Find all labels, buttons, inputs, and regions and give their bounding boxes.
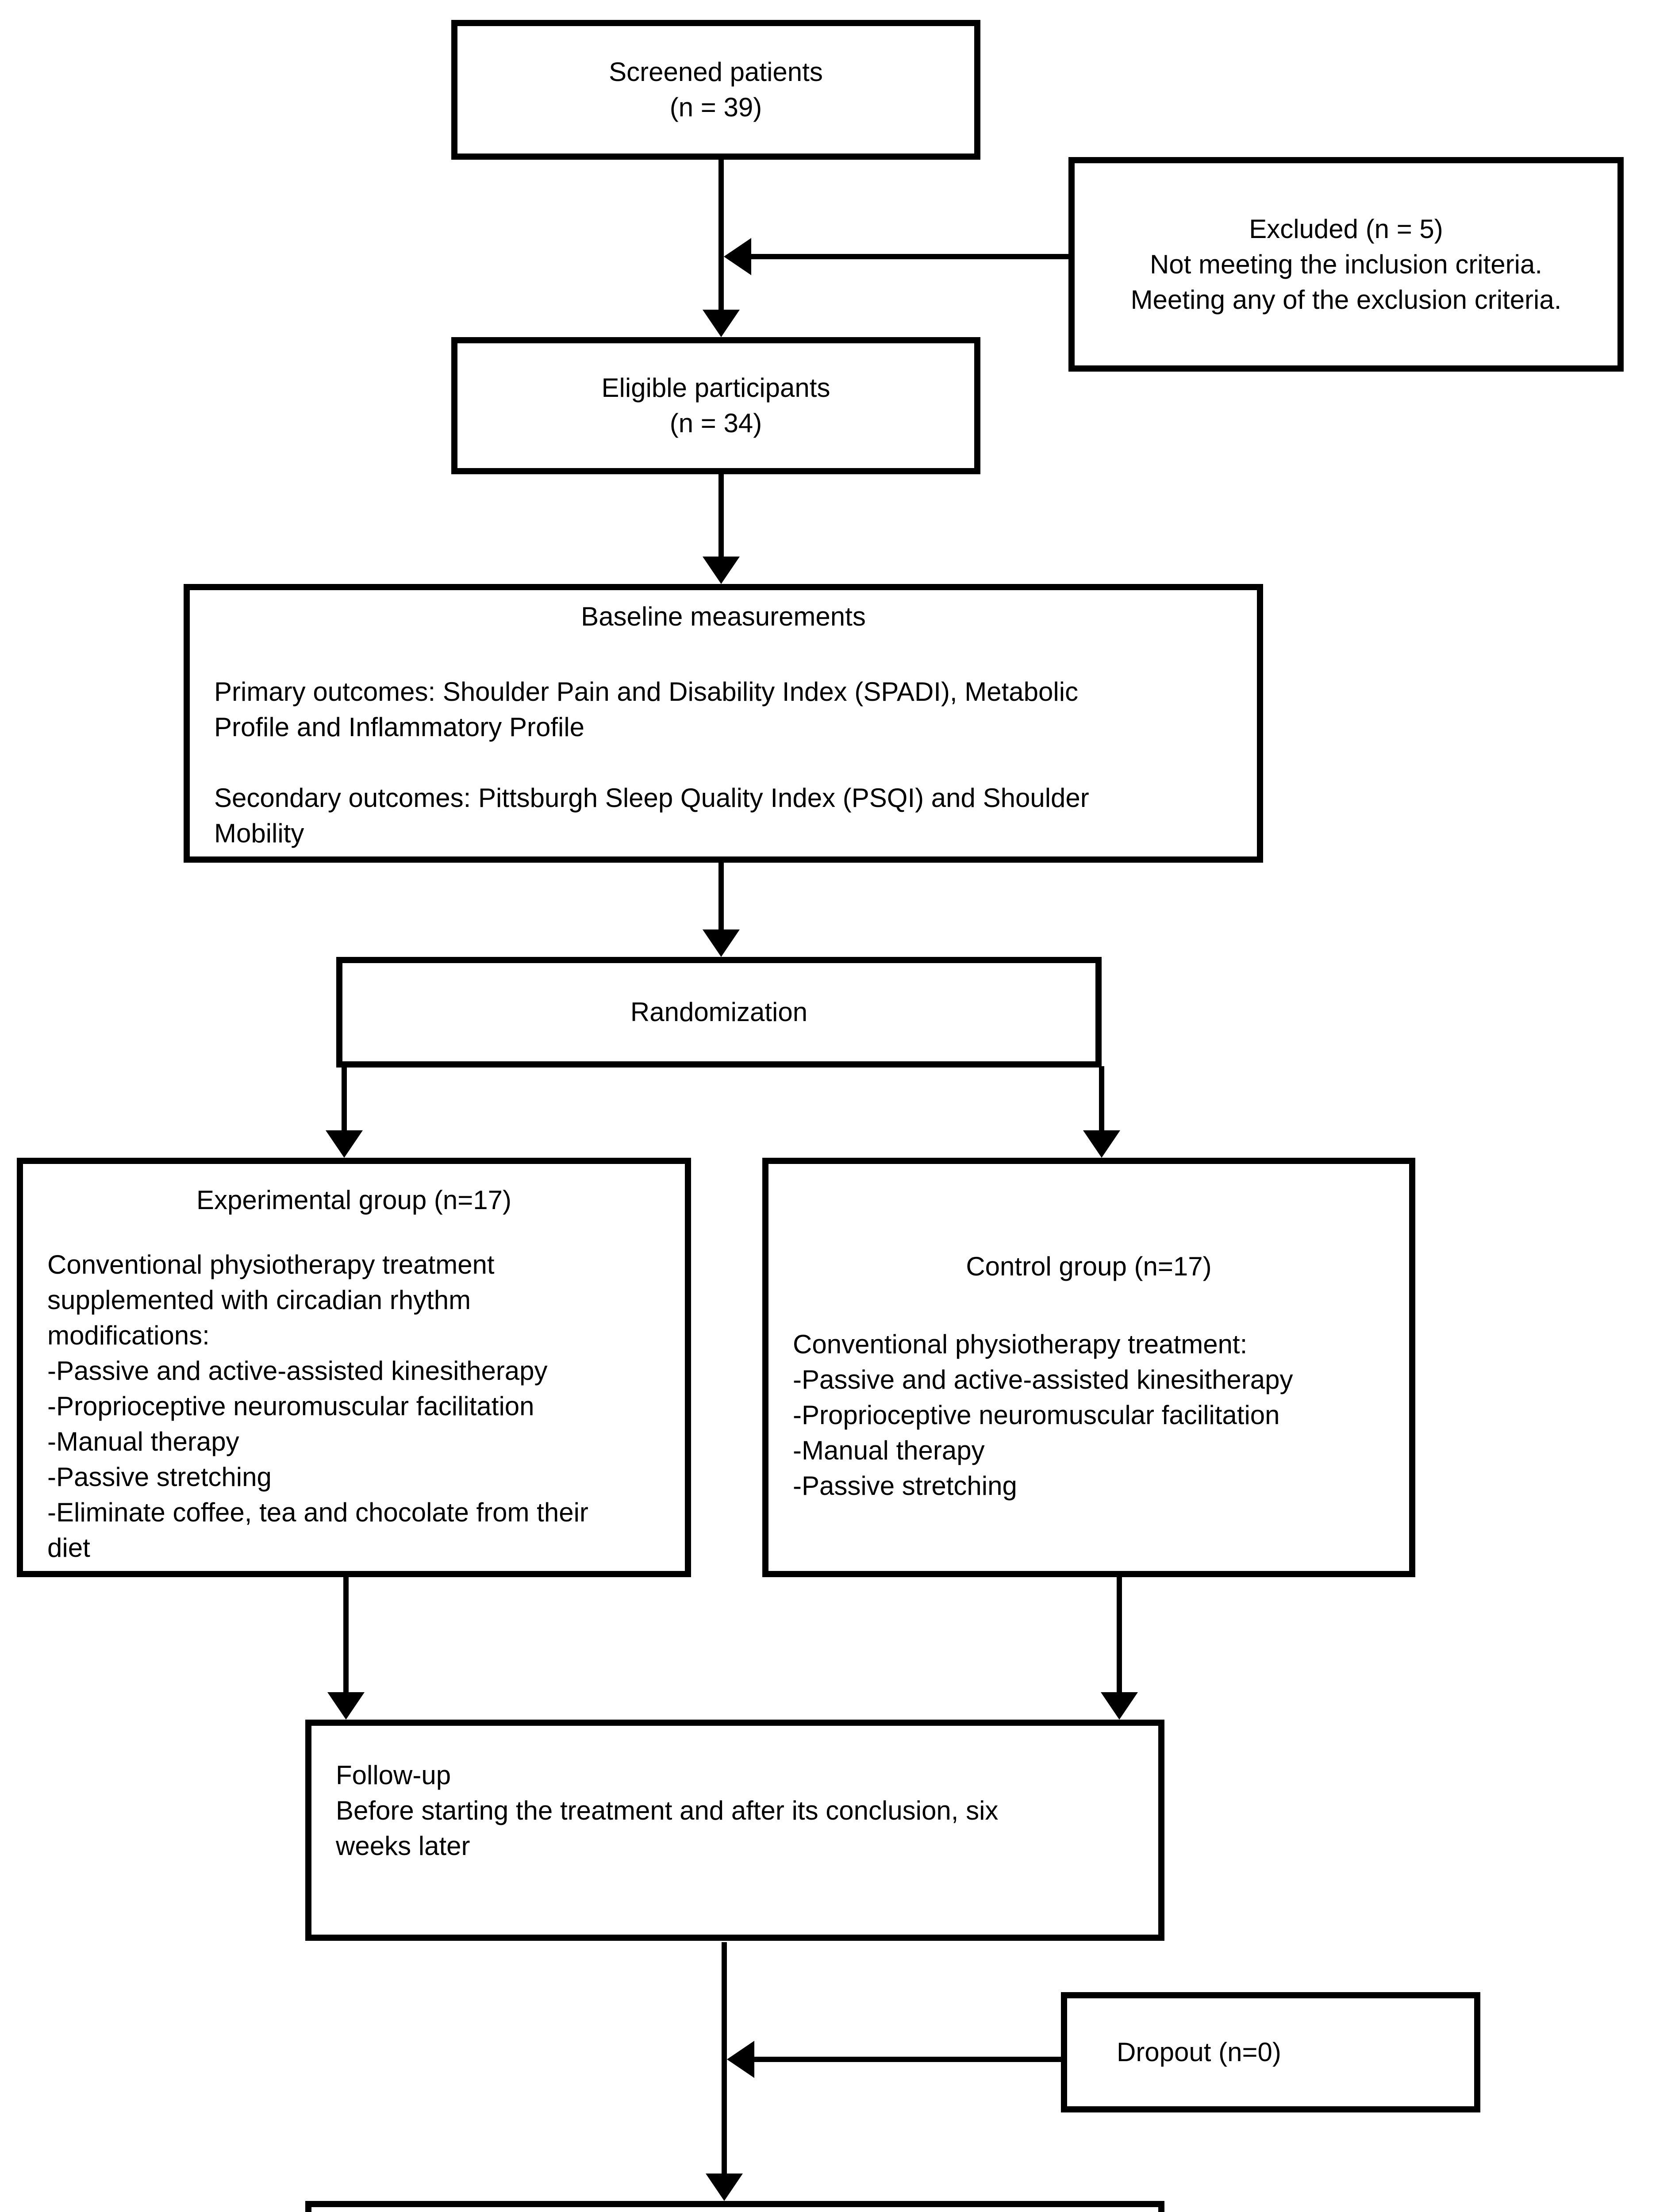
- box-excluded: Excluded (n = 5) Not meeting the inclusi…: [1068, 157, 1624, 372]
- arrowhead-down-baseline: [703, 557, 740, 584]
- box-randomization: Randomization: [336, 957, 1102, 1068]
- box-experimental-group: Experimental group (n=17) Conventional p…: [17, 1158, 691, 1577]
- arrowhead-down-control: [1083, 1130, 1120, 1158]
- arrowhead-left-excluded: [724, 238, 751, 275]
- connector-eligible-to-baseline: [718, 474, 724, 558]
- arrowhead-left-dropout: [727, 2041, 754, 2078]
- connector-randomization-to-experimental: [342, 1066, 347, 1133]
- arrowhead-down-eligible: [703, 310, 740, 337]
- followup-text: Follow-up Before starting the treatment …: [336, 1760, 999, 1861]
- baseline-body: Primary outcomes: Shoulder Pain and Disa…: [214, 677, 1089, 848]
- arrowhead-down-randomization: [703, 929, 740, 957]
- box-eligible-participants: Eligible participants (n = 34): [451, 337, 980, 474]
- connector-screened-to-eligible: [718, 159, 724, 314]
- box-baseline-measurements: Baseline measurements Primary outcomes: …: [184, 584, 1263, 863]
- arrowhead-down-experimental: [326, 1130, 363, 1158]
- experimental-group-body: Conventional physiotherapy treatment sup…: [47, 1250, 588, 1563]
- screened-patients-text: Screened patients (n = 39): [609, 57, 823, 122]
- connector-control-to-followup: [1117, 1576, 1122, 1696]
- eligible-participants-text: Eligible participants (n = 34): [601, 373, 830, 438]
- connector-baseline-to-randomization: [718, 863, 724, 931]
- arrowhead-down-datapool: [706, 2174, 743, 2201]
- arrowhead-down-followup-right: [1101, 1692, 1138, 1720]
- connector-followup-to-datapool: [722, 1942, 727, 2175]
- dropout-text: Dropout (n=0): [1117, 2037, 1281, 2067]
- box-data-pool: Data pool from each group for analysis (…: [305, 2201, 1164, 2212]
- connector-randomization-to-control: [1099, 1066, 1104, 1133]
- connector-dropout-branch: [752, 2057, 1061, 2062]
- baseline-title: Baseline measurements: [581, 602, 866, 631]
- connector-experimental-to-followup: [343, 1576, 349, 1696]
- control-group-title: Control group (n=17): [966, 1252, 1212, 1281]
- box-screened-patients: Screened patients (n = 39): [451, 20, 980, 160]
- box-control-group: Control group (n=17) Conventional physio…: [762, 1158, 1415, 1577]
- control-group-body: Conventional physiotherapy treatment: -P…: [793, 1329, 1293, 1501]
- box-followup: Follow-up Before starting the treatment …: [305, 1720, 1164, 1941]
- connector-excluded-branch: [749, 254, 1068, 259]
- experimental-group-title: Experimental group (n=17): [196, 1185, 512, 1215]
- excluded-text: Excluded (n = 5) Not meeting the inclusi…: [1130, 214, 1562, 315]
- box-dropout: Dropout (n=0): [1061, 1992, 1480, 2112]
- arrowhead-down-followup-left: [327, 1692, 365, 1720]
- randomization-text: Randomization: [630, 997, 808, 1027]
